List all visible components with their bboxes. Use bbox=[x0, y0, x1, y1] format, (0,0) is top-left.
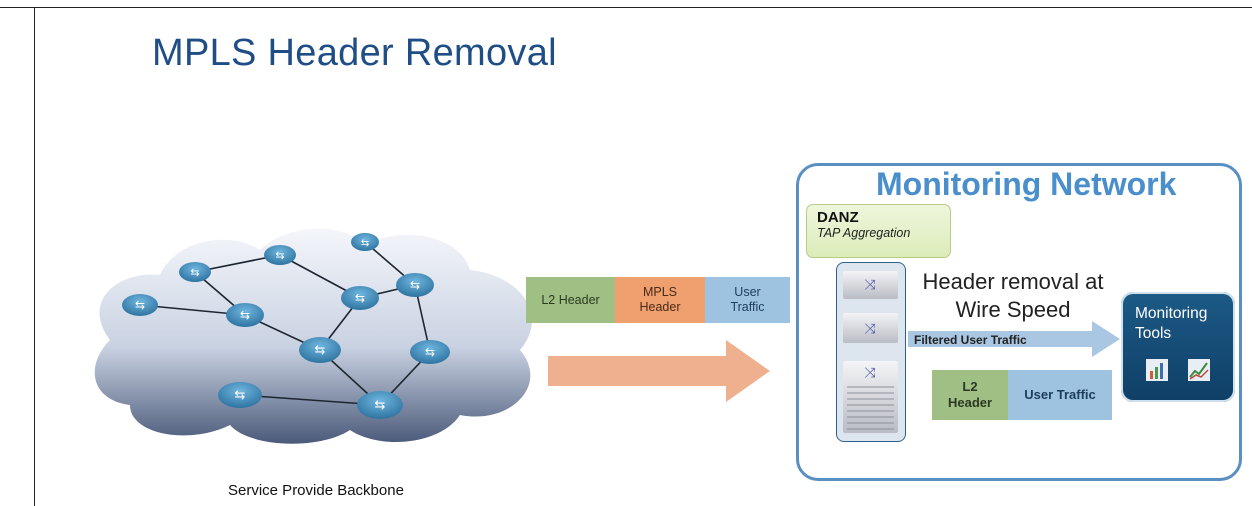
frame-top-border bbox=[0, 7, 1252, 8]
svg-text:⇆: ⇆ bbox=[240, 308, 250, 322]
monitoring-tools-title: Monitoring Tools bbox=[1135, 305, 1208, 342]
danz-name: DANZ bbox=[817, 209, 859, 226]
router-nodes: ⇆ ⇆ ⇆ ⇆ ⇆ ⇆ ⇆ ⇆ ⇆ ⇆ ⇆ bbox=[122, 233, 450, 419]
output-l2-header: L2 Header bbox=[932, 370, 1008, 420]
cloud-shape bbox=[94, 228, 532, 444]
frame-left-border bbox=[34, 8, 35, 506]
header-removal-text: Header removal at Wire Speed bbox=[922, 269, 1104, 322]
danz-badge: DANZ TAP Aggregation bbox=[806, 204, 951, 258]
packet-mpls-header: MPLS Header bbox=[615, 277, 705, 323]
monitoring-network-title: Monitoring Network bbox=[876, 166, 1177, 202]
svg-text:⇆: ⇆ bbox=[190, 266, 199, 279]
svg-text:⇆: ⇆ bbox=[355, 291, 365, 305]
backbone-network-diagram: ⇆ ⇆ ⇆ ⇆ ⇆ ⇆ ⇆ ⇆ ⇆ ⇆ ⇆ bbox=[94, 228, 532, 444]
danz-subtitle: TAP Aggregation bbox=[817, 226, 911, 240]
svg-text:⤨: ⤨ bbox=[864, 365, 876, 381]
bar-chart-icon bbox=[1146, 359, 1168, 381]
svg-text:⤨: ⤨ bbox=[864, 321, 876, 337]
output-l2-label: L2 Header bbox=[948, 379, 993, 410]
slide-title: MPLS Header Removal bbox=[152, 32, 557, 74]
monitoring-tools-box: Monitoring Tools bbox=[1121, 292, 1235, 402]
line-chart-icon bbox=[1188, 359, 1210, 381]
packet-user-traffic: User Traffic bbox=[705, 277, 790, 323]
filtered-traffic-arrow bbox=[908, 321, 1120, 357]
switch-icon: ⤨ ⤨ ⤨ bbox=[843, 271, 898, 433]
flow-arrow bbox=[548, 340, 770, 402]
svg-text:⇆: ⇆ bbox=[275, 249, 284, 262]
svg-text:⇆: ⇆ bbox=[315, 343, 326, 358]
switch-stack: ⤨ ⤨ ⤨ bbox=[836, 262, 906, 442]
packet-user-label: User Traffic bbox=[730, 285, 765, 314]
backbone-label: Service Provide Backbone bbox=[228, 482, 404, 499]
output-user-traffic: User Traffic bbox=[1008, 370, 1112, 420]
svg-text:⇆: ⇆ bbox=[361, 238, 369, 249]
svg-text:⇆: ⇆ bbox=[135, 298, 145, 312]
packet-mpls-label: MPLS Header bbox=[639, 285, 681, 314]
svg-text:⇆: ⇆ bbox=[375, 398, 386, 413]
filtered-traffic-label: Filtered User Traffic bbox=[914, 333, 1027, 347]
svg-text:⇆: ⇆ bbox=[425, 345, 435, 359]
packet-l2-header: L2 Header bbox=[526, 277, 615, 323]
svg-text:⇆: ⇆ bbox=[235, 388, 246, 403]
svg-text:⤨: ⤨ bbox=[864, 277, 876, 293]
svg-text:⇆: ⇆ bbox=[410, 278, 420, 292]
